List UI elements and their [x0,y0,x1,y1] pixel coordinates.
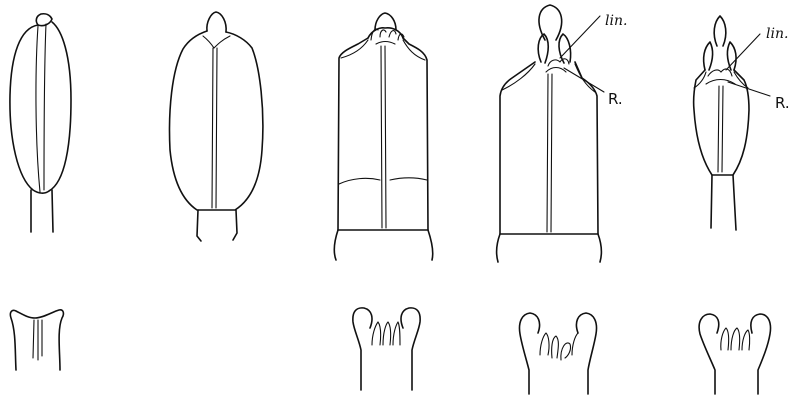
corolla-1 [10,310,63,370]
label-r-4: R. [608,90,623,108]
corolla-3 [519,313,596,394]
bud-1 [10,14,71,232]
label-lin-4: lin. [605,13,627,29]
corolla-4 [699,314,770,394]
label-lin-5: lin. [766,26,788,42]
flower-4 [497,5,604,262]
corolla-2 [353,308,420,390]
flower-5 [694,16,770,230]
flower-3 [334,13,433,260]
label-r-5: R. [775,94,790,112]
bud-2 [170,12,263,241]
